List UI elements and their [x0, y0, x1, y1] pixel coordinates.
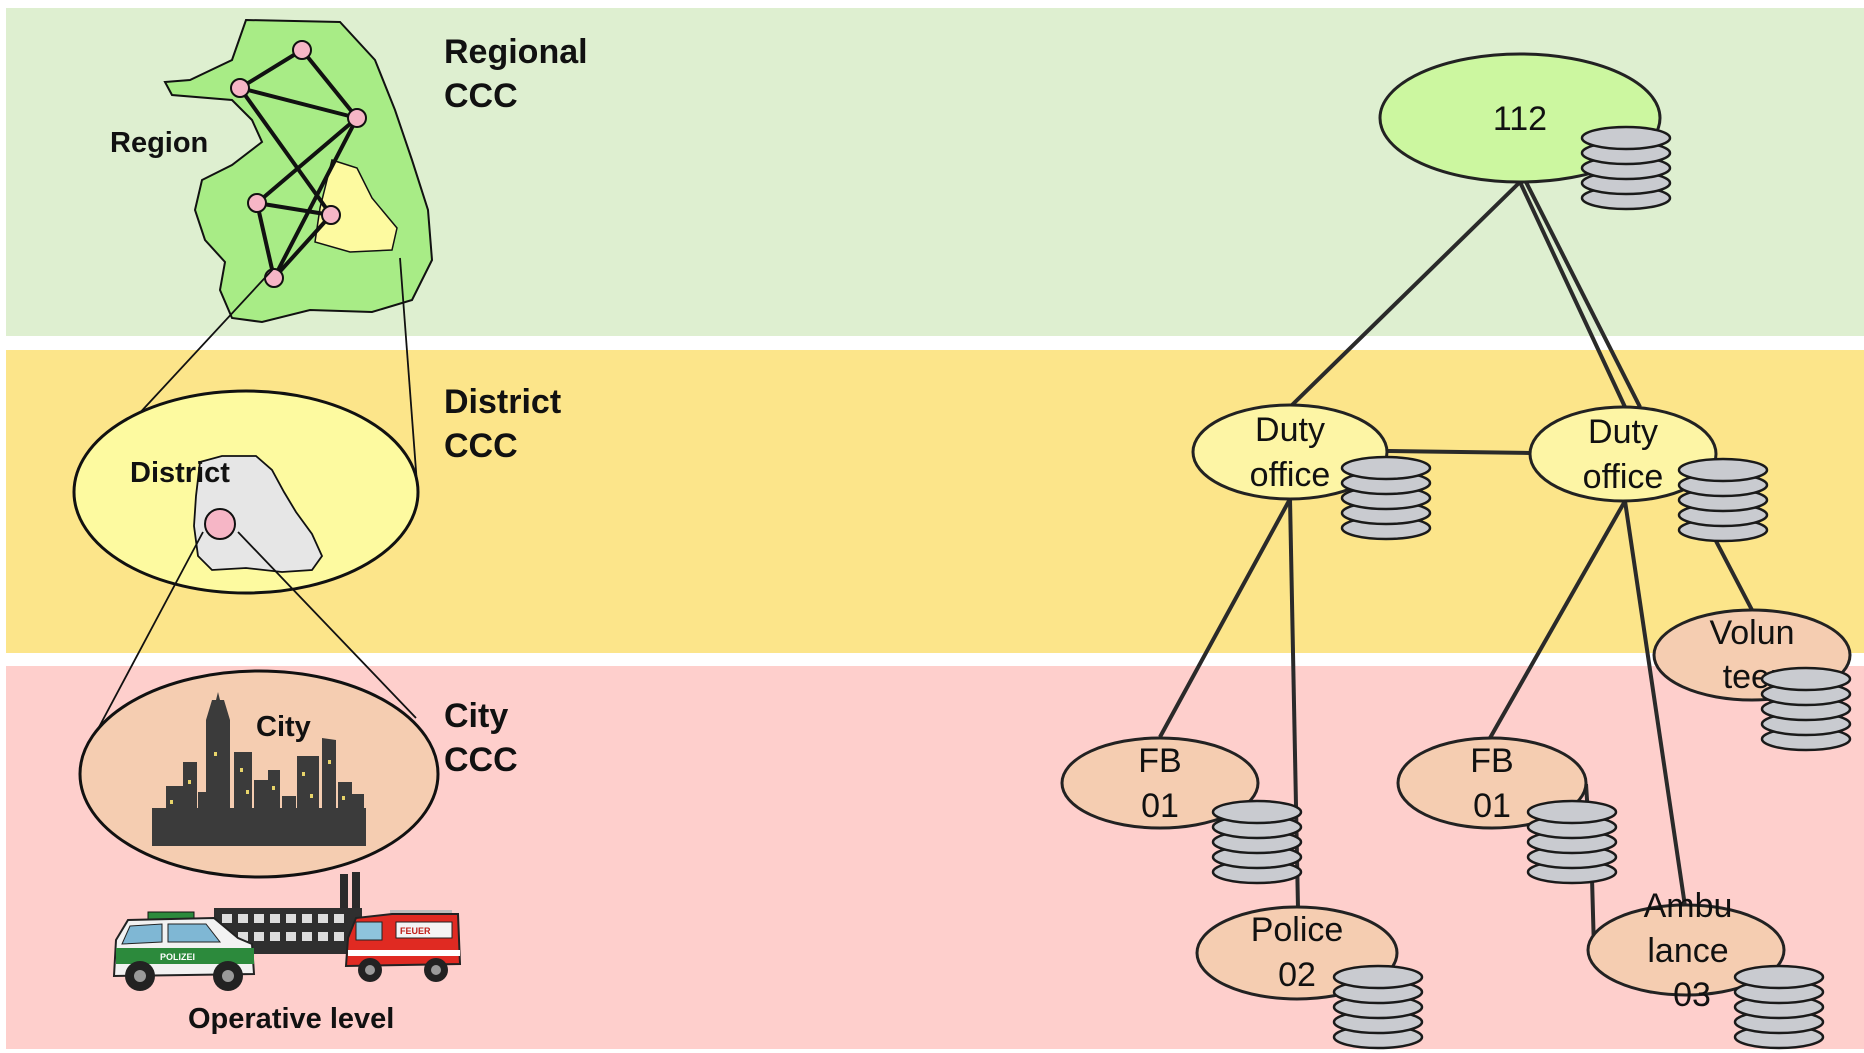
duty-left-database-icon: [1340, 455, 1432, 541]
zoom-lines-region: [123, 257, 418, 485]
node-volunteer: Volun teer: [1652, 608, 1852, 752]
ambulance-database-icon: [1733, 964, 1825, 1050]
fb-right-line2: 01: [1473, 787, 1511, 825]
node-fb-01-right: FB 01: [1396, 736, 1618, 885]
duty-right-line2: office: [1583, 458, 1664, 496]
region-label: Region: [110, 127, 208, 159]
fb-left-database-icon: [1211, 799, 1303, 885]
duty-left-line2: office: [1250, 456, 1331, 494]
police-car-text: POLIZEI: [160, 952, 195, 962]
police-line2: 02: [1278, 956, 1316, 994]
region-network-nodes: [230, 40, 367, 288]
node-112: 112: [1378, 52, 1672, 211]
volunteer-database-icon: [1760, 666, 1852, 752]
police-car-icon: POLIZEI: [112, 911, 256, 991]
volunteer-line1: Volun: [1709, 614, 1794, 652]
operative-level-label: Operative level: [188, 1003, 394, 1035]
fb-right-line1: FB: [1470, 742, 1513, 780]
district-city-area: [193, 455, 324, 573]
node-police-02: Police 02: [1195, 905, 1424, 1050]
node-duty-office-left: Duty office: [1191, 403, 1432, 541]
region-network: [238, 48, 359, 280]
fb-left-line1: FB: [1138, 742, 1181, 780]
fire-truck-icon: FEUER: [344, 910, 462, 982]
node-fb-01-left: FB 01: [1060, 736, 1303, 885]
node-112-database-icon: [1580, 125, 1672, 211]
zoom-lines-district: [89, 531, 417, 745]
district-label: District: [130, 457, 230, 489]
duty-right-line1: Duty: [1588, 413, 1658, 451]
ambulance-line1: Ambu: [1644, 887, 1733, 925]
city-map: [78, 669, 440, 879]
fb-left-line2: 01: [1141, 787, 1179, 825]
duty-left-line1: Duty: [1255, 411, 1325, 449]
fb-right-database-icon: [1526, 799, 1618, 885]
police-database-icon: [1332, 964, 1424, 1050]
city-label: City: [256, 711, 311, 743]
city-ccc-label: City CCC: [444, 697, 518, 779]
district-city-node: [204, 508, 236, 540]
ambulance-line2: lance: [1647, 932, 1728, 970]
city-skyline-icon: [152, 692, 366, 846]
duty-right-database-icon: [1677, 457, 1769, 543]
police-line1: Police: [1251, 911, 1344, 949]
district-ccc-label: District CCC: [444, 383, 562, 465]
fire-truck-text: FEUER: [400, 926, 431, 936]
ambulance-line3: 03: [1673, 976, 1711, 1014]
node-duty-office-right: Duty office: [1528, 405, 1769, 543]
node-112-label: 112: [1493, 100, 1547, 138]
node-ambulance-03: Ambu lance 03: [1586, 887, 1825, 1050]
city-window-lights: [170, 752, 345, 804]
regional-ccc-label: Regional CCC: [444, 33, 588, 115]
